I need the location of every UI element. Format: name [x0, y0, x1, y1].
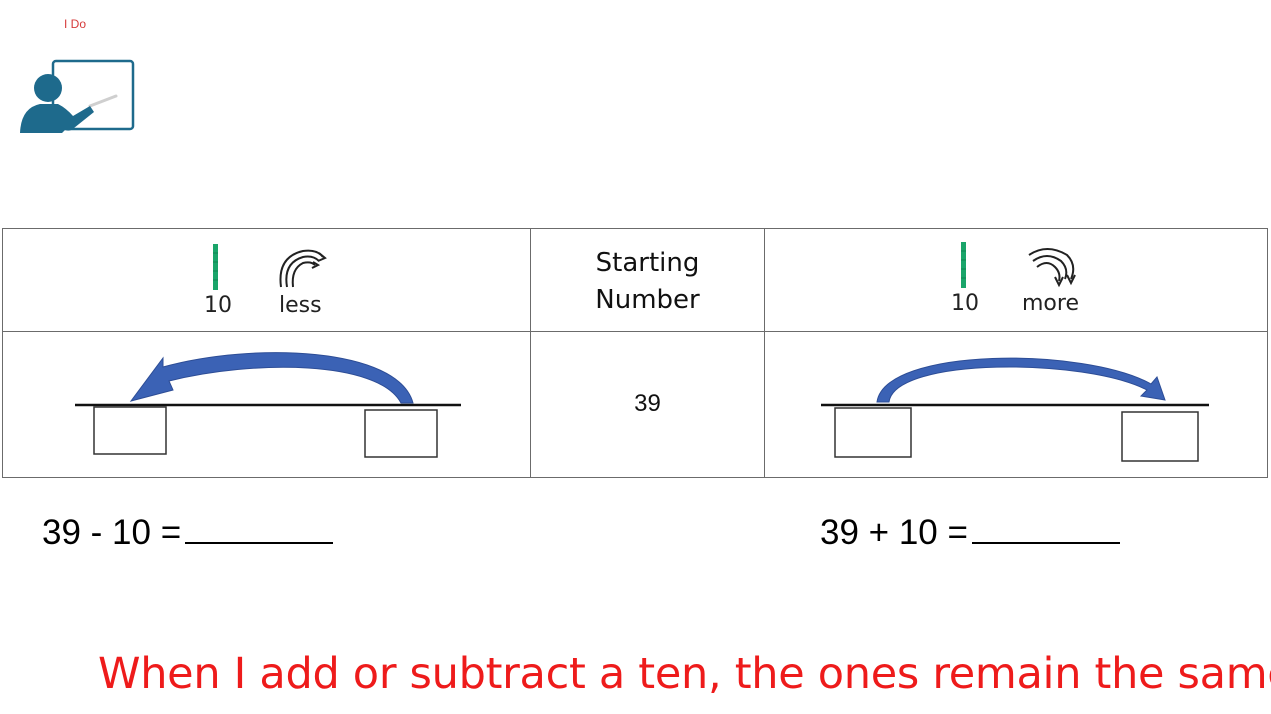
- arrow-right-icon: [876, 357, 1166, 403]
- subtract-equation: 39 - 10 =: [42, 512, 334, 553]
- start-box-left[interactable]: [364, 409, 438, 458]
- ten-rod-icon: [961, 242, 966, 288]
- starting-number-title: Starting Number: [531, 245, 764, 319]
- starting-number-value: 39: [634, 390, 661, 417]
- more-header-number: 10: [951, 291, 979, 316]
- start-header-cell: Starting Number: [530, 228, 765, 332]
- subtract-answer-blank[interactable]: [185, 512, 334, 544]
- start-value-cell: 39: [530, 331, 765, 478]
- less-swirl-icon: [279, 249, 327, 288]
- number-label: Number: [595, 285, 700, 315]
- i-do-label: I Do: [64, 17, 87, 31]
- add-answer-blank[interactable]: [971, 512, 1120, 544]
- starting-label: Starting: [595, 248, 700, 278]
- less-header-word: less: [279, 293, 322, 318]
- less-header-number: 10: [204, 293, 232, 318]
- ten-more-less-table: 10 less Starting Number: [2, 228, 1268, 478]
- answer-box-right[interactable]: [1121, 411, 1199, 462]
- arrow-left-icon: [129, 352, 414, 404]
- subtract-equation-text: 39 - 10 =: [42, 513, 182, 552]
- answer-box-left[interactable]: [93, 406, 167, 455]
- more-header-cell: 10 more: [764, 228, 1268, 332]
- ones-remain-statement: When I add or subtract a ten, the ones r…: [98, 649, 1271, 699]
- more-swirl-icon: [1028, 248, 1076, 288]
- less-number-line-cell: [2, 331, 531, 478]
- add-equation: 39 + 10 =: [820, 512, 1120, 553]
- ten-rod-icon: [213, 244, 218, 290]
- less-number-line: [75, 352, 461, 458]
- more-number-line: [821, 357, 1209, 462]
- start-box-right[interactable]: [834, 407, 912, 458]
- more-number-line-cell: [764, 331, 1268, 478]
- less-header-cell: 10 less: [2, 228, 531, 332]
- add-equation-text: 39 + 10 =: [820, 513, 968, 552]
- more-header-word: more: [1022, 291, 1079, 316]
- teacher-icon: [18, 58, 138, 138]
